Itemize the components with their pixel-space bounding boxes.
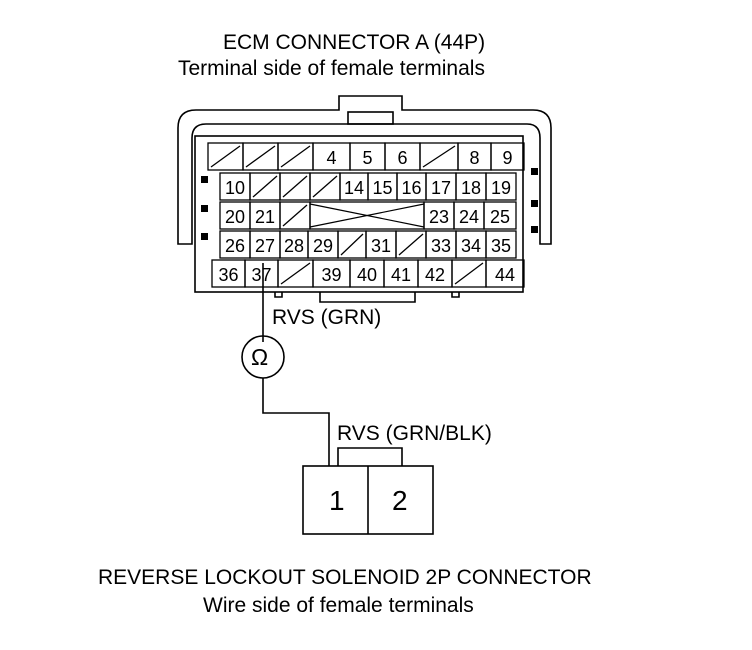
terminal-number: 10 (225, 178, 245, 198)
side-pin (531, 168, 538, 175)
terminal-number: 36 (218, 265, 238, 285)
side-pin (201, 205, 208, 212)
terminal-cell (483, 201, 517, 230)
empty-terminal-mark (282, 175, 308, 198)
terminal-number: 31 (371, 236, 391, 256)
empty-terminal-mark (312, 175, 338, 198)
terminal-cell (485, 230, 517, 259)
terminal-number: 20 (225, 207, 245, 227)
solenoid-connector-latch (337, 447, 403, 466)
side-pin (201, 233, 208, 240)
ecm-face (194, 135, 524, 293)
terminal-number: 35 (491, 236, 511, 256)
terminal-number: 21 (255, 207, 275, 227)
ecm-terminal-grid: 4 5 6 8 9 10 14 15 16 17 18 19 20 21 23 24 25 26 27 28 29 31 3… (207, 142, 525, 288)
wire-meter-to-solenoid (262, 378, 330, 466)
solenoid-connector-title: REVERSE LOCKOUT SOLENOID 2P CONNECTOR (98, 566, 592, 589)
terminal-number: 33 (431, 236, 451, 256)
solenoid-pin-1: 1 (329, 485, 345, 516)
empty-terminal-mark (210, 145, 241, 168)
terminal-number: 41 (391, 265, 411, 285)
terminal-number: 8 (469, 148, 479, 168)
terminal-number: 42 (425, 265, 445, 285)
side-pin (531, 226, 538, 233)
empty-terminal-mark (245, 145, 276, 168)
solenoid-connector-subtitle: Wire side of female terminals (203, 594, 474, 617)
empty-terminal-mark (252, 175, 278, 198)
terminal-number: 14 (344, 178, 364, 198)
terminal-number: 19 (491, 178, 511, 198)
ecm-side-pins (201, 168, 538, 240)
terminal-number: 16 (401, 178, 421, 198)
terminal-number: 39 (321, 265, 341, 285)
terminal-number: 23 (429, 207, 449, 227)
ecm-connector-title: ECM CONNECTOR A (44P) (223, 31, 486, 54)
empty-terminal-mark (454, 262, 484, 285)
solenoid-pin-2: 2 (392, 485, 408, 516)
empty-terminal-mark (280, 145, 311, 168)
terminal-cell (485, 172, 517, 201)
wire-label-grn-blk: RVS (GRN/BLK) (337, 422, 492, 445)
wire-label-grn: RVS (GRN) (272, 306, 382, 329)
empty-terminal-mark (280, 262, 311, 285)
terminal-number: 17 (431, 178, 451, 198)
terminal-number: 40 (357, 265, 377, 285)
terminal-number: 28 (284, 236, 304, 256)
terminal-number: 29 (313, 236, 333, 256)
ecm-bottom-post-right (451, 292, 460, 298)
terminal-cell (485, 259, 525, 288)
terminal-number: 37 (251, 265, 271, 285)
terminal-number: 24 (459, 207, 479, 227)
side-pin (531, 200, 538, 207)
ohmmeter-icon: Ω (251, 344, 269, 370)
ecm-housing-outer (177, 95, 552, 245)
empty-terminal-mark (422, 145, 456, 168)
ecm-latch-inner (347, 111, 394, 125)
terminal-number: 9 (502, 148, 512, 168)
terminal-number: 5 (362, 148, 372, 168)
empty-terminal-mark (282, 204, 308, 227)
terminal-number: 27 (255, 236, 275, 256)
ecm-connector-subtitle: Terminal side of female terminals (178, 57, 485, 80)
blank-area-cross (309, 203, 425, 228)
empty-terminal-mark (398, 233, 424, 256)
ecm-bottom-tab (319, 292, 416, 303)
terminal-number: 44 (495, 265, 515, 285)
terminal-number: 25 (490, 207, 510, 227)
ecm-bottom-post-left (274, 292, 283, 298)
terminal-number: 15 (372, 178, 392, 198)
terminal-number: 26 (225, 236, 245, 256)
empty-terminal-mark (340, 233, 364, 256)
side-pin (201, 176, 208, 183)
terminal-cell (490, 142, 525, 171)
terminal-number: 4 (326, 148, 336, 168)
terminal-number: 18 (461, 178, 481, 198)
terminal-number: 6 (397, 148, 407, 168)
terminal-number: 34 (461, 236, 481, 256)
